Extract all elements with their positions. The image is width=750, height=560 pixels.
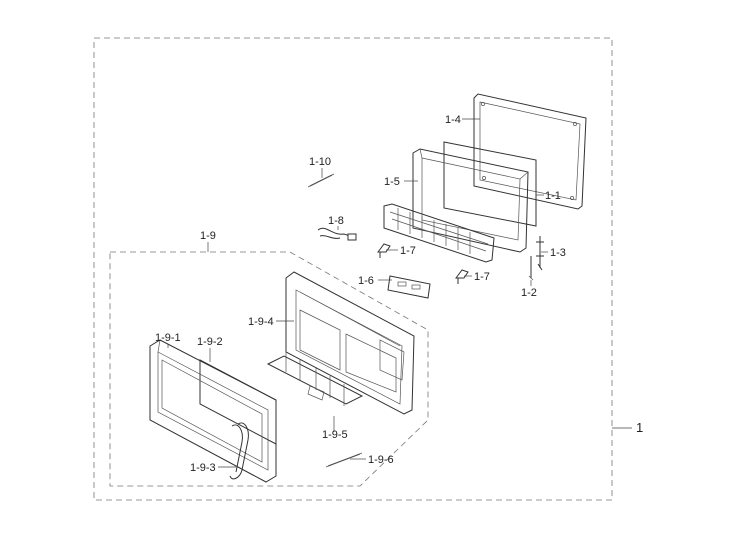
leader-lines <box>167 118 632 468</box>
label-1-6: 1-6 <box>358 275 374 287</box>
part-1-9-1-outer-door <box>149 339 277 483</box>
part-1-7-latch-left <box>377 243 391 258</box>
choke-bar <box>383 203 495 263</box>
part-1-8-harness <box>317 227 357 241</box>
label-1-2: 1-2 <box>521 287 537 299</box>
assembly-boundary <box>93 37 613 501</box>
part-1-9-6-pin <box>325 452 363 468</box>
part-1-6-plate <box>387 275 431 299</box>
part-1-1-panel <box>443 141 537 227</box>
part-1-9-5-strip <box>266 352 364 406</box>
label-1-10: 1-10 <box>309 156 331 168</box>
label-1-9-3: 1-9-3 <box>190 462 216 474</box>
label-1-9-5: 1-9-5 <box>322 429 348 441</box>
label-1-9: 1-9 <box>200 230 216 242</box>
part-1-9-2-glass <box>199 359 277 445</box>
label-1-9-1: 1-9-1 <box>155 332 181 344</box>
label-1-9-6: 1-9-6 <box>368 454 394 466</box>
part-1-10-pin <box>307 173 335 188</box>
part-1-5-frame <box>412 148 529 253</box>
part-1-9-4-door-panel <box>285 271 415 415</box>
label-1-9-4: 1-9-4 <box>248 316 274 328</box>
label-1-assembly: 1 <box>636 420 643 435</box>
part-1-3-hook <box>536 236 544 271</box>
part-1-4-frame <box>473 93 587 210</box>
part-1-2-pin <box>528 256 534 281</box>
label-1-1: 1-1 <box>545 190 561 202</box>
label-1-7-upper: 1-7 <box>400 245 416 257</box>
label-1-8: 1-8 <box>328 215 344 227</box>
label-1-5: 1-5 <box>384 176 400 188</box>
label-1-9-2: 1-9-2 <box>197 336 223 348</box>
part-1-9-3-handle <box>229 422 249 480</box>
part-1-7-latch-right <box>455 269 469 284</box>
label-1-4: 1-4 <box>445 114 461 126</box>
label-1-7-lower: 1-7 <box>474 271 490 283</box>
subassembly-1-9-boundary <box>109 251 429 487</box>
label-1-3: 1-3 <box>550 247 566 259</box>
